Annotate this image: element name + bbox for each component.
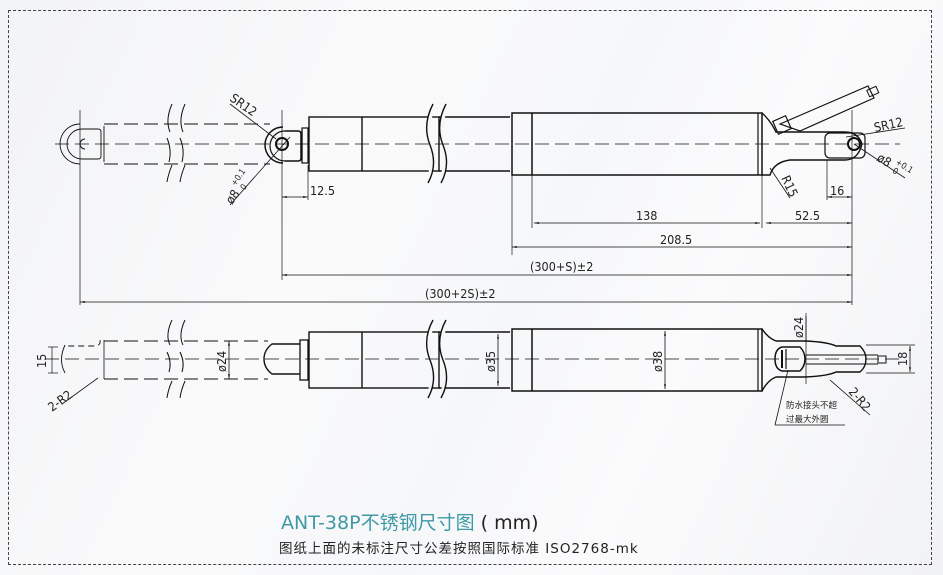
dim-52-5: 52.5	[795, 208, 820, 223]
model-name: ANT-38P	[281, 512, 361, 534]
label-right-sr12: SR12	[873, 114, 905, 135]
drawing-title: ANT-38P不锈钢尺寸图 ( mm)	[281, 508, 539, 535]
piston-rod-top	[308, 116, 440, 172]
svg-text:0: 0	[890, 166, 900, 177]
note-line-1: 防水接头不超	[786, 400, 838, 411]
dim-208-5: 208.5	[660, 232, 692, 247]
rod-end-eye-left	[229, 103, 309, 280]
dim-body-dia: ø38	[650, 351, 665, 372]
dim-neck-dia: ø24	[791, 317, 806, 338]
dim-15: 15	[34, 354, 49, 368]
dim-tube-dia: ø35	[483, 351, 498, 372]
dim-16: 16	[830, 183, 844, 198]
top-view	[55, 85, 906, 305]
label-right-hole: ø8	[874, 150, 894, 170]
side-view	[45, 313, 915, 426]
housing-body-top	[511, 112, 763, 176]
dim-138: 138	[636, 208, 657, 223]
dim-extended-length: (300+2S)±2	[425, 286, 496, 301]
label-left-sr12: SR12	[227, 90, 260, 119]
label-right-2r2: 2-R2	[846, 384, 874, 414]
extended-eye-phantom	[59, 103, 270, 305]
dim-rod-dia: ø24	[214, 351, 229, 372]
label-left-hole: ø8	[222, 187, 242, 207]
note-line-2: 过最大外圆	[786, 414, 829, 425]
tolerance-note: 图纸上面的未标注尺寸公差按照国际标准 ISO2768-mk	[279, 541, 639, 557]
dim-18: 18	[895, 352, 910, 366]
dim-retracted-length: (300+S)±2	[530, 259, 593, 274]
label-left-2r2: 2-R2	[45, 387, 75, 415]
dim-12-5: 12.5	[310, 183, 335, 198]
drawing-border	[8, 10, 932, 565]
label-r15: R15	[778, 173, 801, 199]
cable-connector	[778, 85, 875, 132]
unit-label: ( mm)	[480, 512, 539, 534]
title-name: 不锈钢尺寸图	[360, 512, 475, 534]
svg-text:0: 0	[239, 182, 250, 192]
rear-clevis	[761, 112, 863, 176]
